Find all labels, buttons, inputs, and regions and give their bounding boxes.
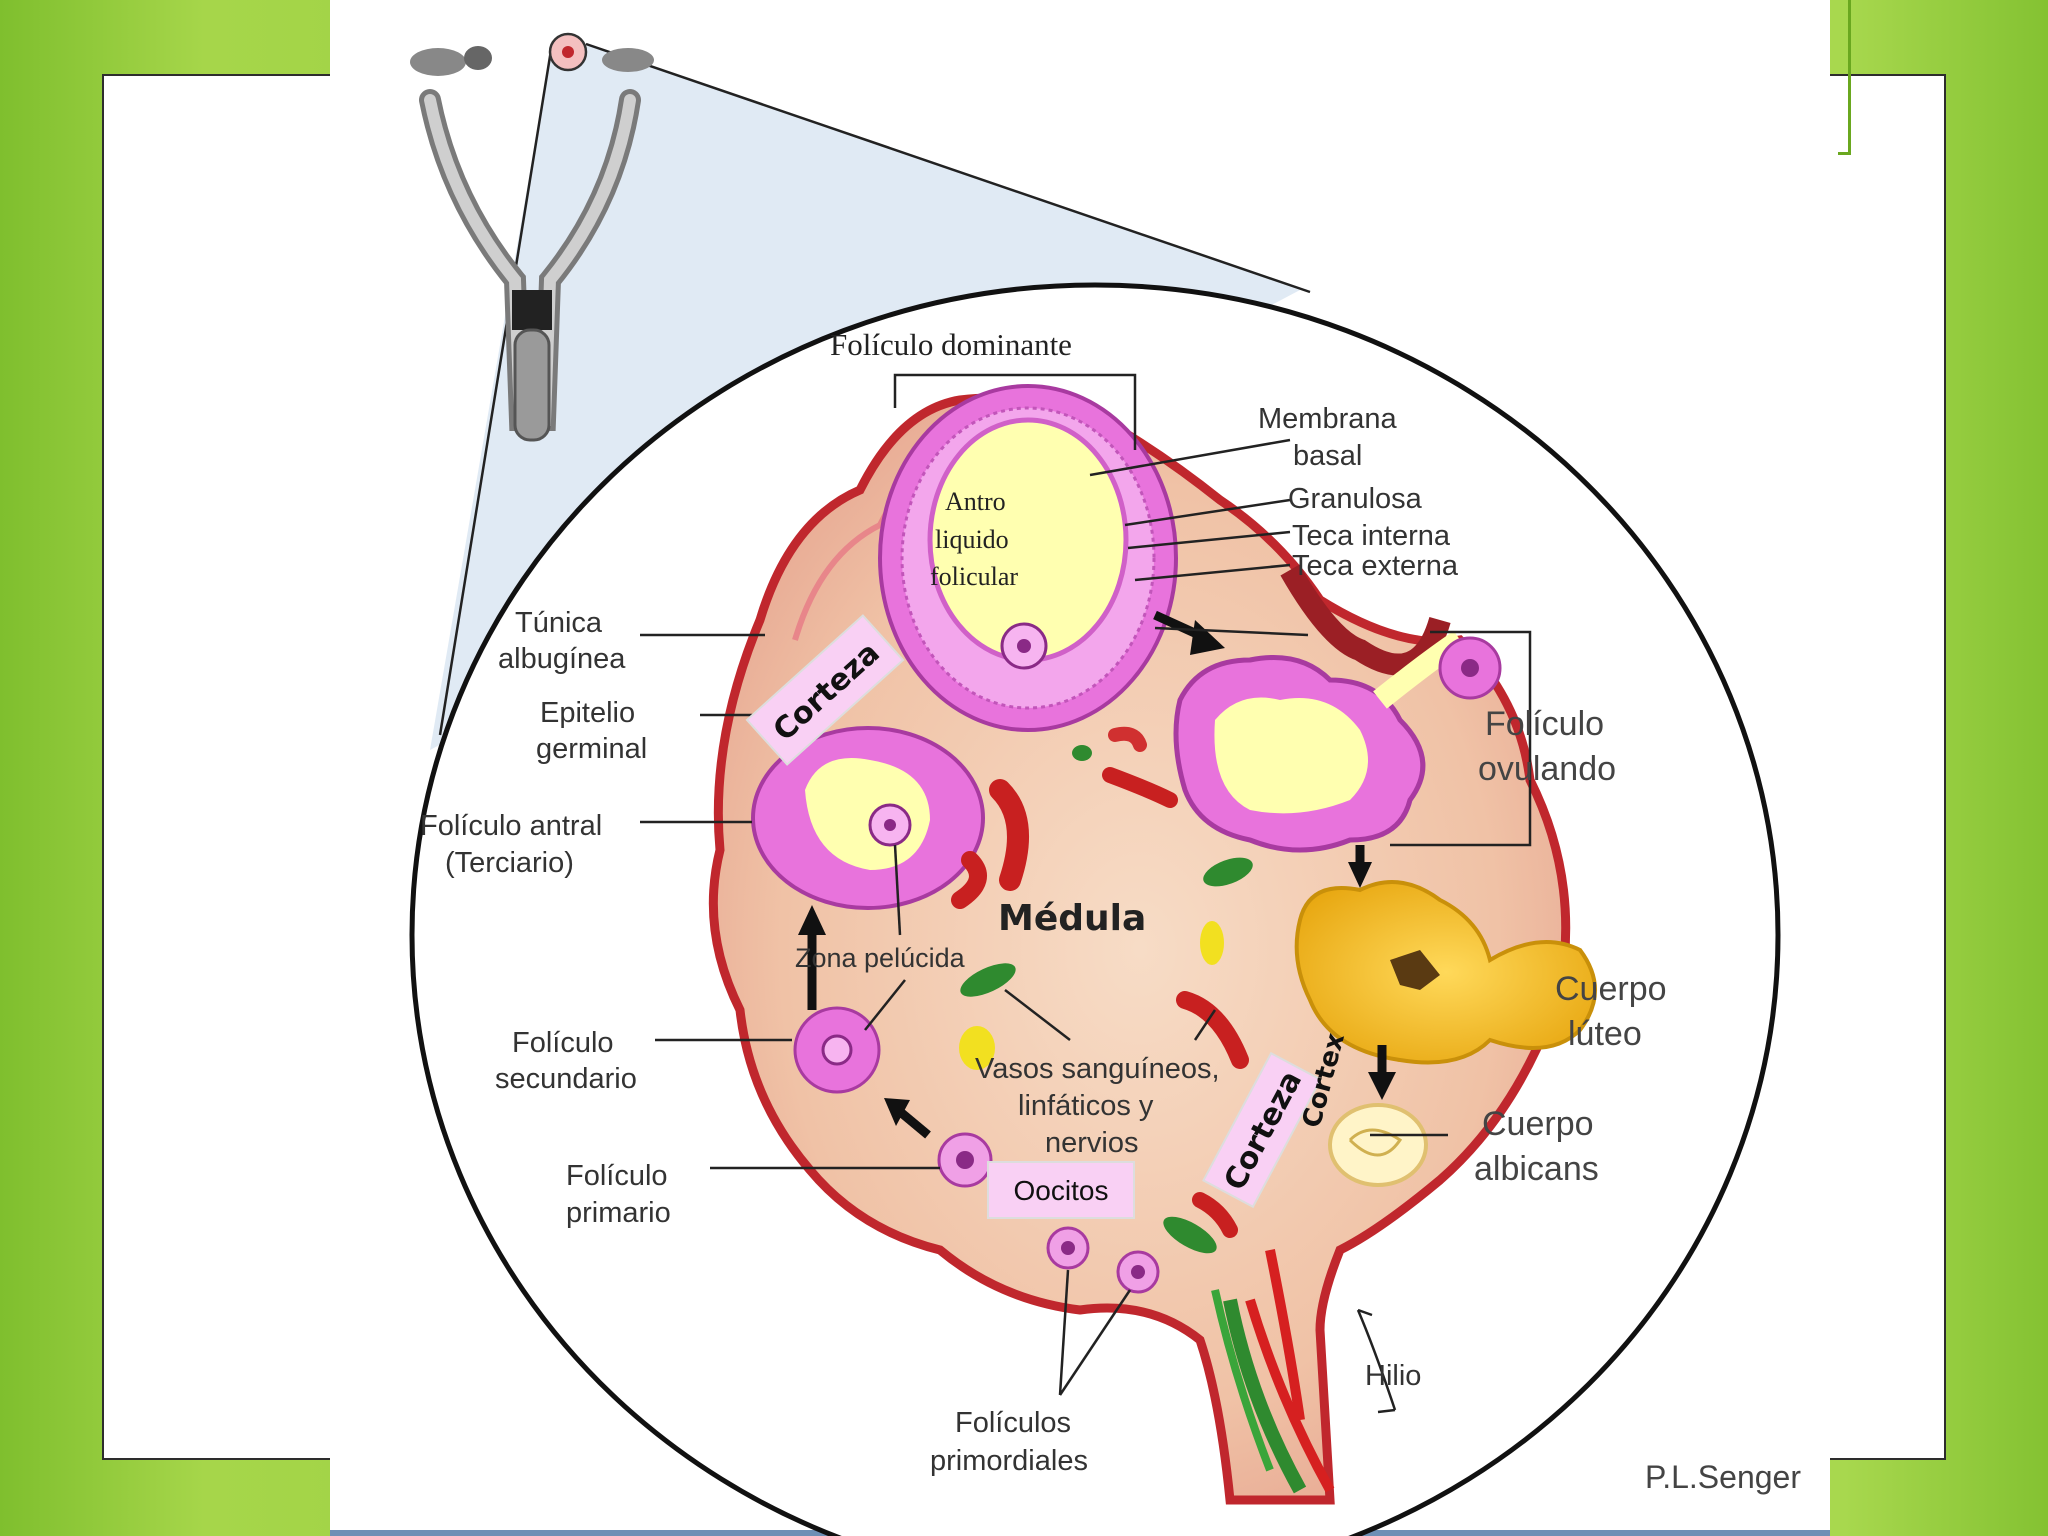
granulosa-label: Granulosa <box>1288 483 1423 515</box>
epitelio-label-1: Epitelio <box>540 697 635 729</box>
oocitos-tag: Oocitos <box>987 1161 1135 1219</box>
secondary-follicle <box>793 1006 881 1094</box>
cuerpo-luteo-label-1: Cuerpo <box>1555 970 1667 1008</box>
membrana-basal-label-1: Membrana <box>1258 403 1397 435</box>
epitelio-label-2: germinal <box>536 733 647 765</box>
medulla-vessels <box>951 726 1253 1254</box>
zoom-line-right <box>585 42 1311 294</box>
primary-follicle <box>937 1132 993 1188</box>
medula-label: Médula <box>998 898 1146 939</box>
ovulating-follicle <box>1173 630 1502 853</box>
teca-externa-label: Teca externa <box>1292 550 1459 582</box>
slide-accent-line <box>1838 0 1851 155</box>
corteza-tag-bottom: Corteza <box>1202 1051 1322 1209</box>
corpus-luteum <box>1294 880 1597 1065</box>
albicans-label-1: Cuerpo <box>1482 1105 1594 1143</box>
membrana-basal-label-2: basal <box>1293 440 1362 472</box>
antral-label-2: (Terciario) <box>445 847 574 879</box>
primordial-follicles <box>1046 1226 1160 1294</box>
primario-label-2: primario <box>566 1197 671 1229</box>
antral-follicle <box>751 726 985 910</box>
tunica-label-2: albugínea <box>498 643 626 675</box>
dominant-follicle <box>878 384 1178 732</box>
zona-pelucida-label: Zona pelúcida <box>795 943 966 973</box>
vasos-label-3: nervios <box>1045 1127 1139 1159</box>
antro-label-1: Antro <box>945 487 1006 516</box>
primario-label-1: Folículo <box>566 1160 668 1192</box>
secundario-label-1: Folículo <box>512 1027 614 1059</box>
reproductive-tract-icon <box>410 32 654 442</box>
teca-interna-label: Teca interna <box>1292 520 1451 552</box>
hilio-label: Hilio <box>1365 1360 1421 1392</box>
albicans-label-2: albicans <box>1474 1150 1599 1188</box>
corpus-albicans <box>1328 1103 1428 1187</box>
oocitos-label: Oocitos <box>1014 1175 1109 1206</box>
cortex-red-band <box>1280 564 1451 676</box>
vasos-label-2: linfáticos y <box>1018 1090 1154 1122</box>
primordiales-label-2: primordiales <box>930 1445 1088 1477</box>
secundario-label-2: secundario <box>495 1063 637 1095</box>
credit-label: P.L.Senger <box>1645 1459 1801 1495</box>
ovulando-label-1: Folículo <box>1485 705 1604 743</box>
primordiales-label-1: Folículos <box>955 1407 1071 1439</box>
ovulando-label-2: ovulando <box>1478 750 1616 788</box>
antral-label-1: Folículo antral <box>420 810 602 842</box>
antro-label-2: liquido <box>935 525 1009 554</box>
vasos-label-1: Vasos sanguíneos, <box>975 1053 1220 1085</box>
hilum-vessels <box>1211 1249 1335 1494</box>
zoom-line-left <box>438 43 554 736</box>
cuerpo-luteo-label-2: lúteo <box>1568 1015 1642 1053</box>
leader-lines <box>640 373 1532 1414</box>
tunica-label-1: Túnica <box>515 607 603 639</box>
cycle-arrows <box>798 610 1396 1139</box>
foliculo-dominante-label: Folículo dominante <box>830 327 1072 362</box>
antro-label-3: folicular <box>930 562 1018 591</box>
